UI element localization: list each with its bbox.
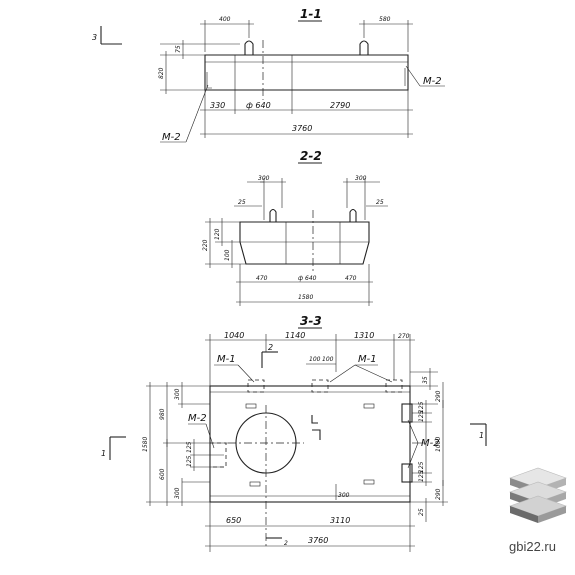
dim-75: 75 xyxy=(175,45,182,53)
section-1-1: 1-1 3 400 580 75 820 xyxy=(92,7,445,143)
dim-25: 25 xyxy=(418,508,425,516)
dim-125c: 125 xyxy=(418,401,425,413)
lifting-loop-left xyxy=(244,40,254,55)
dim-1000: 1000 xyxy=(435,437,442,452)
slot xyxy=(249,481,261,487)
dim-125a: 125 xyxy=(186,441,193,453)
marker-2-top: 2 xyxy=(268,343,273,352)
stacked-slabs-icon xyxy=(509,467,567,523)
dim-650: 650 xyxy=(226,516,241,525)
dim-300-right: 300 xyxy=(355,175,367,182)
dim-3760: 3760 xyxy=(308,536,328,545)
cut-mark-small xyxy=(311,415,318,424)
dim-100: 100 xyxy=(224,249,231,261)
leader-line xyxy=(354,364,393,383)
slot xyxy=(363,479,375,485)
dim-980: 980 xyxy=(159,408,166,420)
section-2-title: 2-2 xyxy=(300,149,322,163)
dim-hole-640: ф 640 xyxy=(298,275,317,282)
dim-1580: 1580 xyxy=(142,437,149,452)
dim-25-left: 25 xyxy=(238,199,246,206)
dim-1140: 1140 xyxy=(285,331,305,340)
leader-line xyxy=(405,65,421,87)
dim-3110: 3110 xyxy=(330,516,350,525)
leader-line xyxy=(237,364,255,383)
dim-220: 220 xyxy=(202,239,209,251)
site-logo[interactable]: gbi22.ru xyxy=(509,467,567,554)
label-m2-right: М-2 xyxy=(423,76,442,87)
leader-line xyxy=(205,423,215,449)
dim-470-right: 470 xyxy=(345,275,357,282)
label-m1-left: М-1 xyxy=(217,354,236,365)
dim-300-bottom-left: 300 xyxy=(174,487,181,499)
dim-1580: 1580 xyxy=(298,294,313,301)
label-m2-right: М-2 xyxy=(421,438,440,449)
dim-300-bottom: 300 xyxy=(338,492,350,499)
plate-m1 xyxy=(247,379,265,393)
dim-125d: 125 xyxy=(418,410,425,422)
leader-line xyxy=(407,442,419,469)
plan-outline xyxy=(209,385,411,503)
dim-125b: 125 xyxy=(186,455,193,467)
dim-400: 400 xyxy=(219,16,231,23)
dim-300-left: 300 xyxy=(174,388,181,400)
dim-125e: 125 xyxy=(418,461,425,473)
dim-3760: 3760 xyxy=(292,124,312,133)
plate-m1 xyxy=(311,379,329,393)
lifting-loop-right xyxy=(359,40,369,55)
label-m2-left: М-2 xyxy=(162,132,181,143)
slot xyxy=(363,403,375,409)
dim-300-left: 300 xyxy=(258,175,270,182)
leader-line xyxy=(185,84,209,143)
dim-100a: 100 xyxy=(309,356,321,363)
cross-section-outline xyxy=(239,221,370,265)
dim-2790: 2790 xyxy=(330,101,350,110)
dim-1040: 1040 xyxy=(224,331,244,340)
section-1-title: 1-1 xyxy=(300,7,322,21)
leader-line xyxy=(329,364,356,383)
dim-1310: 1310 xyxy=(354,331,374,340)
dim-330: 330 xyxy=(210,101,225,110)
slot xyxy=(245,403,257,409)
dim-35: 35 xyxy=(422,376,429,384)
slab-body-outline xyxy=(204,54,409,91)
dim-100b: 100 xyxy=(322,356,334,363)
lifting-loop-left xyxy=(269,208,277,222)
leader-line xyxy=(407,419,419,444)
section-3-title: 3-3 xyxy=(300,314,322,328)
dim-820: 820 xyxy=(158,67,165,79)
dim-290-bottom: 290 xyxy=(435,488,442,500)
dim-hole-640: ф 640 xyxy=(246,101,271,110)
dim-580: 580 xyxy=(379,16,391,23)
cut-mark-small xyxy=(312,429,321,440)
site-name: gbi22.ru xyxy=(509,539,556,554)
lifting-loop-right xyxy=(349,208,357,222)
dim-600: 600 xyxy=(159,468,166,480)
section-marker-3: 3 xyxy=(92,33,97,42)
dim-470-left: 470 xyxy=(256,275,268,282)
section-3-3: 3-3 2 1040 xyxy=(101,314,487,552)
label-m2-left: М-2 xyxy=(188,413,207,424)
marker-2-bottom: 2 xyxy=(284,540,288,547)
dim-125f: 125 xyxy=(418,470,425,482)
dim-25-right: 25 xyxy=(376,199,384,206)
dim-270: 270 xyxy=(398,333,410,340)
label-m1-right: М-1 xyxy=(358,354,377,365)
dim-120: 120 xyxy=(214,228,221,240)
dim-290-top: 290 xyxy=(435,390,442,402)
section-2-2: 2-2 300 300 25 25 220 120 100 xyxy=(202,149,388,306)
marker-1-right: 1 xyxy=(479,431,484,440)
marker-1-left: 1 xyxy=(101,449,106,458)
